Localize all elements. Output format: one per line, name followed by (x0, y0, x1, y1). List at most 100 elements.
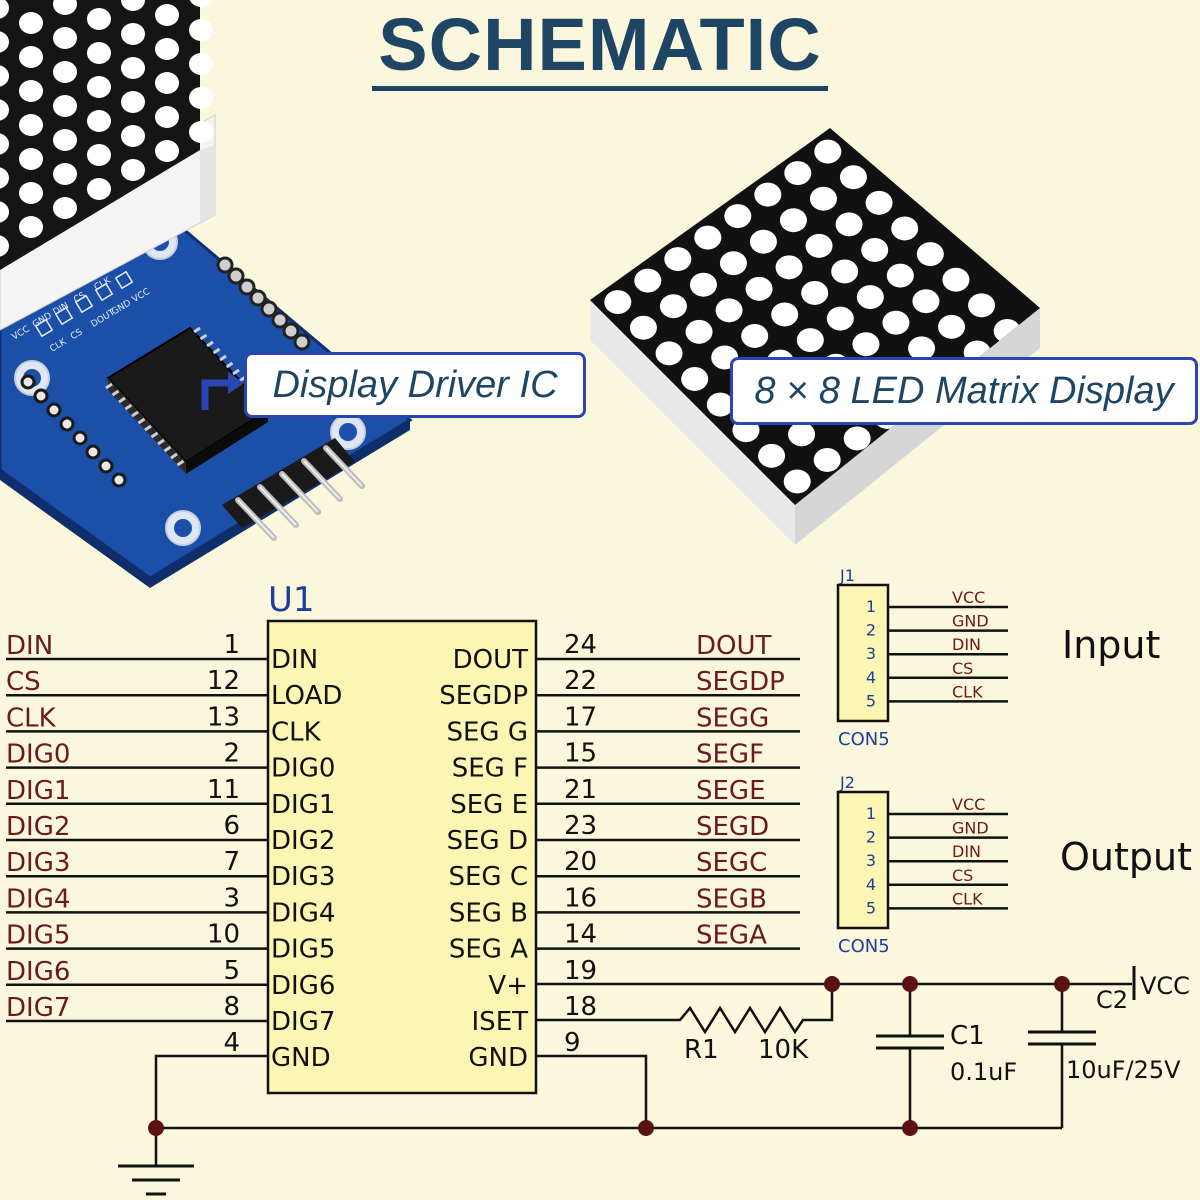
net-label-segd: SEGD (696, 812, 769, 842)
pin-number: 2 (223, 739, 240, 769)
led-dot (19, 182, 43, 204)
header-pin-hole (238, 278, 256, 296)
net-label-dig5: DIG5 (6, 921, 70, 951)
ic-ref: U1 (268, 580, 315, 620)
led-dot (87, 144, 111, 166)
matrix-callout-text: 8 × 8 LED Matrix Display (754, 369, 1174, 412)
ic-lead (219, 354, 227, 362)
pin-number: 22 (564, 666, 597, 696)
pin-number: 15 (564, 739, 597, 769)
c1-ref: C1 (950, 1021, 985, 1051)
iset-wire (536, 984, 834, 1035)
led-dot (861, 237, 889, 262)
net-label-clk: CLK (6, 703, 57, 733)
led-dot (634, 268, 662, 293)
led-dot (53, 27, 77, 49)
led-dot (189, 53, 213, 75)
ic-lead (225, 361, 234, 369)
connector-pin-number: 3 (866, 644, 876, 663)
header-pin-shine (325, 447, 363, 487)
led-dot (223, 68, 247, 90)
led-dot (53, 0, 77, 15)
connector-signal-gnd: GND (952, 612, 989, 631)
led-dot (891, 216, 919, 241)
page-title: SCHEMATIC (0, 2, 1200, 91)
led-dot (53, 163, 77, 185)
led-dot (775, 255, 803, 280)
connector-label-output: Output (1060, 835, 1192, 879)
pin-number: 21 (564, 775, 597, 805)
led-dot (758, 443, 786, 468)
net-label-dig4: DIG4 (6, 884, 70, 914)
connector-pin-number: 1 (866, 804, 876, 823)
vcc-label: VCC (1140, 972, 1190, 1000)
connector-pin-number: 3 (866, 851, 876, 870)
led-dot (155, 4, 179, 26)
led-dot (783, 469, 811, 494)
pin-name-iset: ISET (472, 1007, 529, 1037)
led-dot (0, 133, 9, 155)
pin-name-load: LOAD (271, 681, 342, 711)
pin-number: 12 (207, 666, 240, 696)
c1-value: 0.1uF (950, 1058, 1017, 1086)
pin-name-seg-a: SEG A (449, 935, 528, 965)
led-dot (19, 12, 43, 34)
led-dot (257, 83, 281, 105)
led-dot (87, 8, 111, 30)
led-dot (724, 204, 752, 229)
net-label-dig0: DIG0 (6, 740, 70, 770)
led-dot (886, 263, 914, 288)
led-dot (749, 229, 777, 254)
led-dot (223, 102, 247, 124)
connector-signal-cs: CS (952, 659, 973, 678)
ic-lead (176, 459, 185, 467)
connector-signal-vcc: VCC (952, 795, 985, 814)
r1-ref: R1 (684, 1035, 719, 1065)
header-pin-hole (271, 311, 289, 329)
header-pin-hole (111, 472, 127, 488)
silkscreen-pad (74, 294, 94, 314)
mounting-hole-center (339, 423, 357, 441)
net-label-dig7: DIG7 (6, 993, 70, 1023)
led-dot (0, 201, 9, 223)
led-dot (0, 0, 9, 19)
connector-pin-number: 4 (866, 668, 876, 687)
c2-ref: C2 (1096, 986, 1128, 1014)
led-dot (801, 280, 829, 305)
led-dot (826, 306, 854, 331)
led-dot (715, 298, 743, 323)
led-dot (121, 159, 145, 181)
net-label-dig2: DIG2 (6, 812, 70, 842)
ic-lead (118, 396, 126, 404)
r1-value: 10K (758, 1035, 809, 1065)
led-dot (681, 366, 709, 391)
connector-pin-number: 5 (866, 691, 876, 710)
pin-number: 4 (223, 1028, 240, 1058)
pin-number: 16 (564, 883, 597, 913)
gnd-left-wire (154, 1054, 268, 1166)
net-label-dig6: DIG6 (6, 957, 70, 987)
connector-signal-gnd: GND (952, 819, 989, 838)
matrix-face (590, 128, 1040, 505)
led-dot (155, 106, 179, 128)
led-dot (155, 140, 179, 162)
pcb-edge (0, 420, 410, 588)
page-title-text: SCHEMATIC (372, 3, 828, 91)
led-dot (809, 186, 837, 211)
ic-lead (131, 410, 139, 418)
connector-body (836, 790, 890, 930)
pin-number: 24 (564, 630, 597, 660)
led-dots-left (0, 0, 281, 257)
led-dot (155, 72, 179, 94)
connector-pin-number: 4 (866, 875, 876, 894)
header-pin-hole (59, 416, 75, 432)
led-dot (257, 49, 281, 71)
led-dot (814, 139, 842, 164)
connector-pin-number: 2 (866, 621, 876, 640)
led-dot (754, 182, 782, 207)
connector-signal-clk: CLK (952, 682, 983, 701)
led-dot (53, 129, 77, 151)
